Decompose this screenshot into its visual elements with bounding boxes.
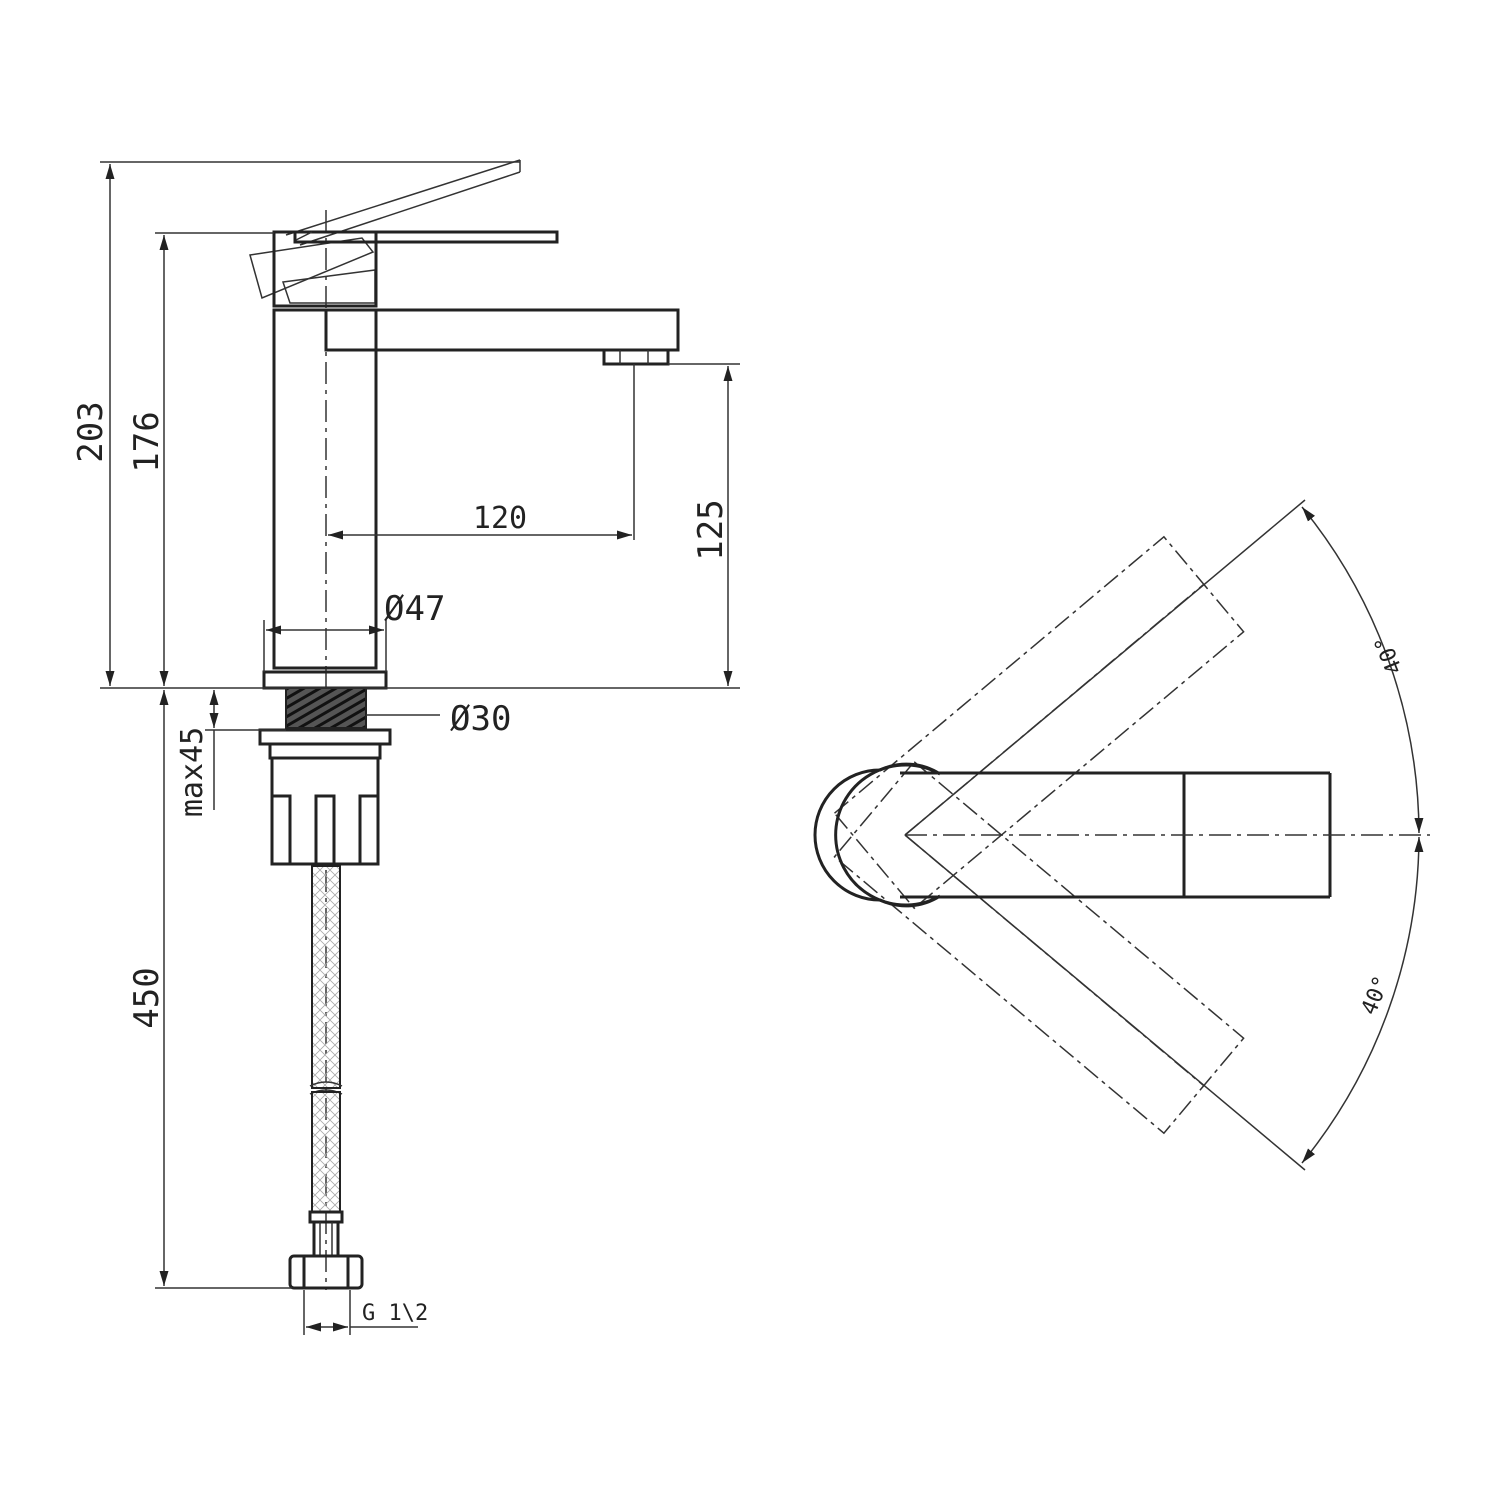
label-connection-thread: G 1\2 bbox=[362, 1301, 428, 1326]
label-angle-upper: 40° bbox=[1370, 631, 1408, 677]
label-total-height: 203 bbox=[71, 401, 111, 462]
base-circle bbox=[813, 762, 941, 908]
base-ring bbox=[262, 670, 388, 690]
mounting-nut bbox=[270, 756, 380, 866]
label-max-deck: max45 bbox=[175, 727, 210, 817]
handle-swung-upper bbox=[833, 535, 1245, 910]
label-spout-height: 125 bbox=[691, 499, 731, 560]
swing-arc-lower bbox=[1301, 836, 1424, 1164]
mounting-washer bbox=[258, 728, 392, 760]
spout bbox=[324, 308, 680, 366]
threaded-shank bbox=[285, 687, 367, 729]
top-view: 40° 40° bbox=[813, 499, 1430, 1171]
hose-connection-nut bbox=[288, 1254, 364, 1290]
label-spout-reach: 120 bbox=[473, 501, 527, 536]
flexible-hose bbox=[308, 865, 344, 1258]
lever-handle bbox=[272, 230, 559, 308]
label-angle-lower: 40° bbox=[1357, 972, 1395, 1018]
label-hose-length: 450 bbox=[127, 967, 167, 1028]
swing-arc-upper bbox=[1301, 506, 1424, 834]
label-shank-diameter: Ø30 bbox=[450, 699, 511, 739]
label-body-diameter: Ø47 bbox=[384, 589, 445, 629]
tap-body bbox=[272, 308, 378, 670]
label-lever-height: 176 bbox=[127, 411, 167, 472]
handle-swung-lower bbox=[833, 760, 1245, 1135]
side-view: 203 176 120 125 Ø47 Ø30 max45 450 G 1\2 bbox=[71, 159, 740, 1335]
